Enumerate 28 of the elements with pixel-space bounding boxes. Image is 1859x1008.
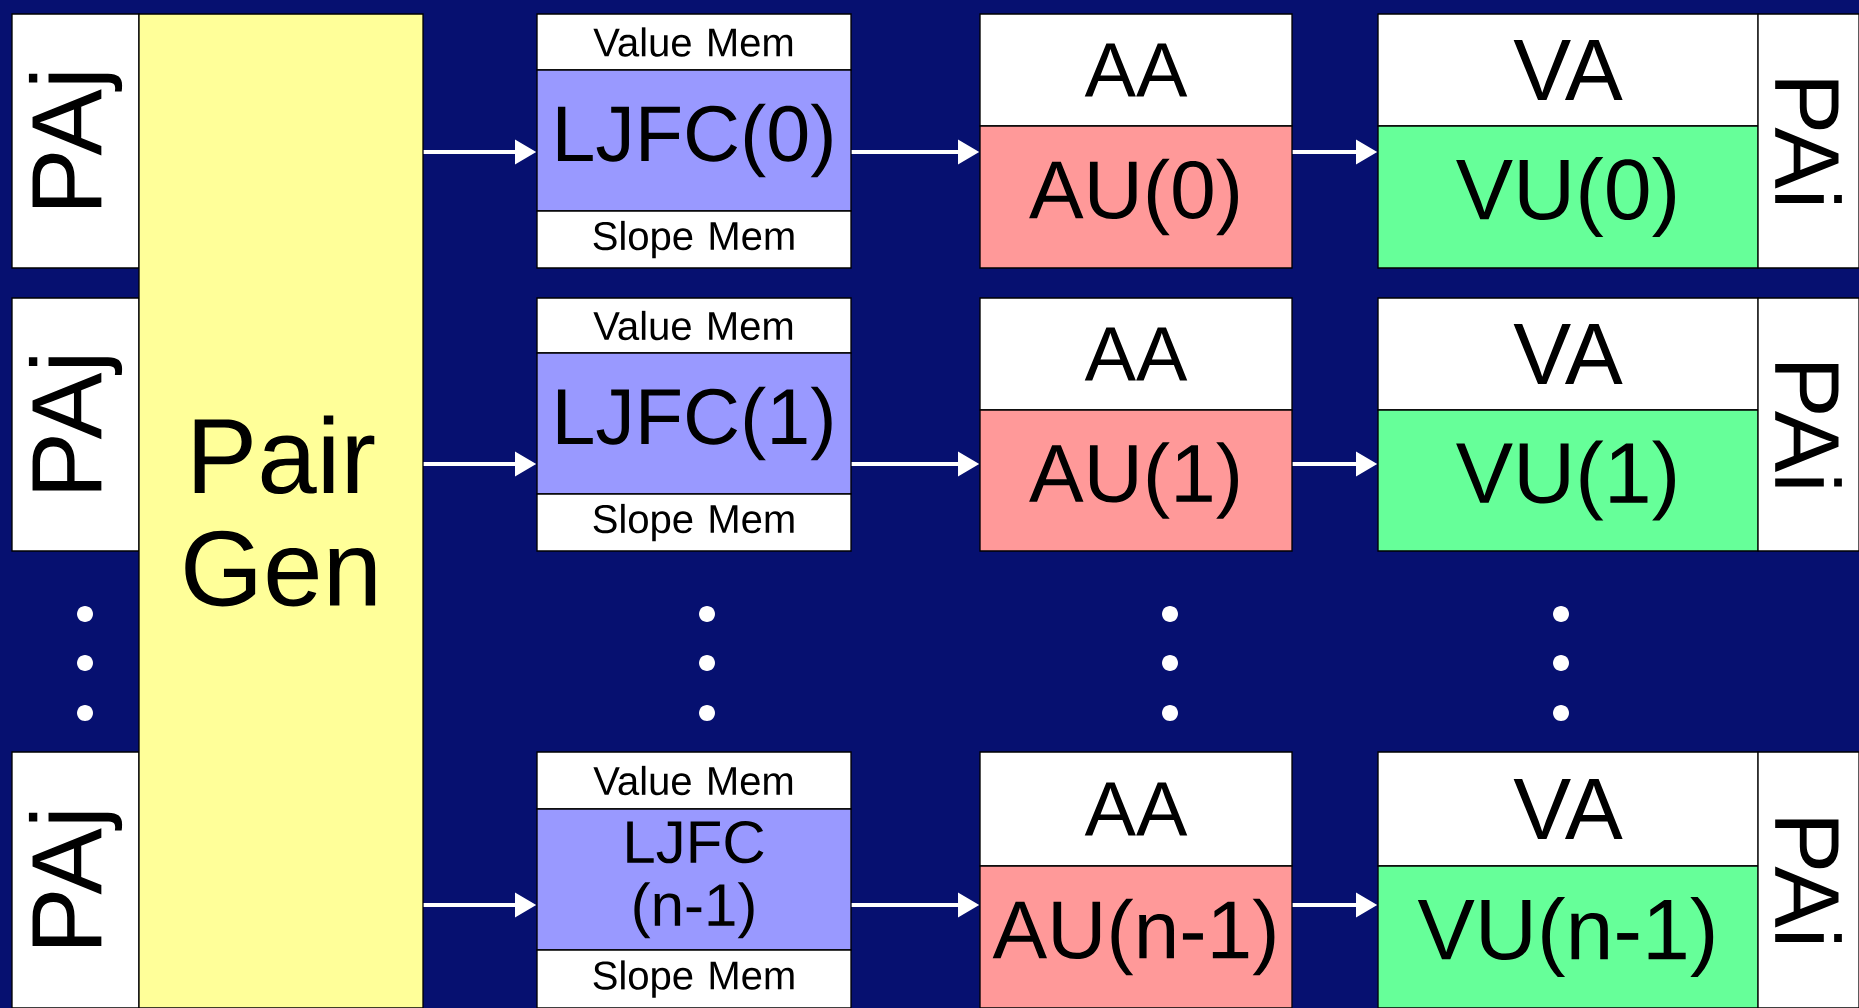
unit-box: AU(1) <box>979 409 1293 552</box>
memory-box: Value Mem <box>536 751 852 810</box>
memory-box: Slope Mem <box>536 493 852 552</box>
unit-box: VU(n-1) <box>1377 865 1759 1008</box>
header-box: VA <box>1377 751 1759 867</box>
unit-box: AU(n-1) <box>979 865 1293 1008</box>
header-box: VA <box>1377 13 1759 127</box>
generator-box: Pair Gen <box>138 13 424 1008</box>
input-box: PAj <box>11 751 140 1008</box>
unit-box: VU(0) <box>1377 125 1759 269</box>
output-box: PAi <box>1757 751 1859 1008</box>
compute-box: LJFC(1) <box>536 352 852 495</box>
memory-box: Value Mem <box>536 297 852 354</box>
unit-box: AU(0) <box>979 125 1293 269</box>
header-box: AA <box>979 751 1293 867</box>
compute-box: LJFC(0) <box>536 69 852 212</box>
memory-box: Slope Mem <box>536 949 852 1008</box>
header-box: AA <box>979 297 1293 411</box>
memory-box: Slope Mem <box>536 210 852 269</box>
input-box: PAj <box>11 297 140 552</box>
output-box: PAi <box>1757 13 1859 269</box>
header-box: AA <box>979 13 1293 127</box>
output-box: PAi <box>1757 297 1859 552</box>
compute-box: LJFC (n-1) <box>536 808 852 951</box>
memory-box: Value Mem <box>536 13 852 71</box>
header-box: VA <box>1377 297 1759 411</box>
input-box: PAj <box>11 13 140 269</box>
unit-box: VU(1) <box>1377 409 1759 552</box>
